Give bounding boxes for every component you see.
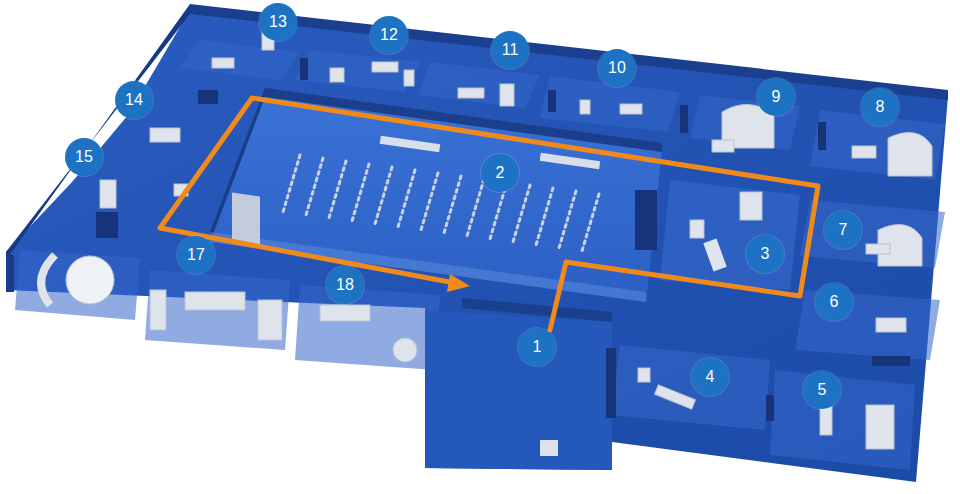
callout-number: 15	[65, 138, 103, 176]
glass-wall	[210, 232, 646, 302]
callout-number: 13	[259, 3, 297, 41]
callout-number: 1	[518, 328, 556, 366]
callout-number: 17	[177, 236, 215, 274]
callout-number: 7	[824, 211, 862, 249]
entrance-wall	[462, 298, 612, 322]
meeting-room	[660, 180, 800, 290]
zones	[15, 40, 945, 470]
callout-number: 5	[803, 371, 841, 409]
visitor-route	[160, 98, 818, 330]
kiosk	[540, 440, 558, 456]
callout-number: 12	[370, 16, 408, 54]
wall-edge	[6, 252, 14, 292]
callout-number: 4	[691, 358, 729, 396]
route-arrowhead	[447, 274, 470, 292]
stage-block	[232, 193, 260, 247]
table	[703, 239, 726, 272]
callout-number: 8	[861, 88, 899, 126]
callout-number: 14	[115, 81, 153, 119]
seat-rows	[283, 155, 599, 251]
callout-number: 6	[815, 283, 853, 321]
callout-number: 3	[746, 235, 784, 273]
callout-number: 18	[326, 266, 364, 304]
entrance	[425, 310, 612, 470]
partitions	[96, 58, 910, 421]
callout-number: 2	[481, 154, 519, 192]
screen	[380, 136, 441, 152]
callout-number: 9	[757, 78, 795, 116]
screen	[540, 153, 601, 169]
callout-number: 11	[491, 31, 529, 69]
equipment	[41, 32, 932, 449]
callout-number: 10	[598, 49, 636, 87]
auditorium-wall	[265, 88, 662, 152]
